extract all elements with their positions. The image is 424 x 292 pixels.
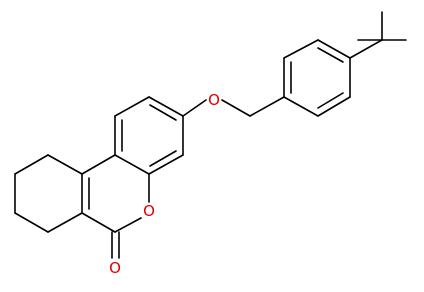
bond-cyhex-1 bbox=[47, 154, 83, 175]
carbonyl-oxygen-label: O bbox=[109, 259, 121, 277]
bond-benzo-1 bbox=[148, 96, 184, 117]
ring-oxygen-label: O bbox=[143, 202, 155, 220]
bond-tbu-aryl bbox=[349, 39, 383, 59]
atom-labels: O O O bbox=[109, 91, 220, 277]
bond-ch2-o bbox=[221, 99, 251, 117]
bond-c2-c3 bbox=[81, 212, 116, 233]
bond-aryl-ch2 bbox=[249, 96, 285, 117]
bond-cyhex-2 bbox=[14, 154, 49, 175]
bond-benzo-5 bbox=[148, 154, 184, 175]
bond-benzo-4 bbox=[114, 154, 150, 175]
bond-aryl-1 bbox=[317, 39, 351, 59]
bond-ring-o-c2 bbox=[114, 217, 142, 233]
bond-cyhex-4 bbox=[14, 212, 49, 233]
bond-benzo-2 bbox=[114, 96, 150, 117]
bond-c4-c4a bbox=[81, 154, 116, 175]
bond-aryl-5-double bbox=[317, 92, 344, 109]
bond-aryl-5 bbox=[317, 96, 351, 117]
bond-aryl-2 bbox=[283, 39, 319, 59]
bond-aryl-4 bbox=[283, 96, 319, 117]
bond-aryl-1-double bbox=[317, 47, 344, 63]
bond-benzo-5-double bbox=[149, 150, 177, 167]
bond-benzo-1-double bbox=[149, 104, 177, 121]
ether-oxygen-label: O bbox=[208, 91, 220, 109]
bonds bbox=[14, 11, 407, 259]
bond-cyhex-5 bbox=[47, 212, 83, 233]
bond-o-c3 bbox=[182, 99, 207, 117]
